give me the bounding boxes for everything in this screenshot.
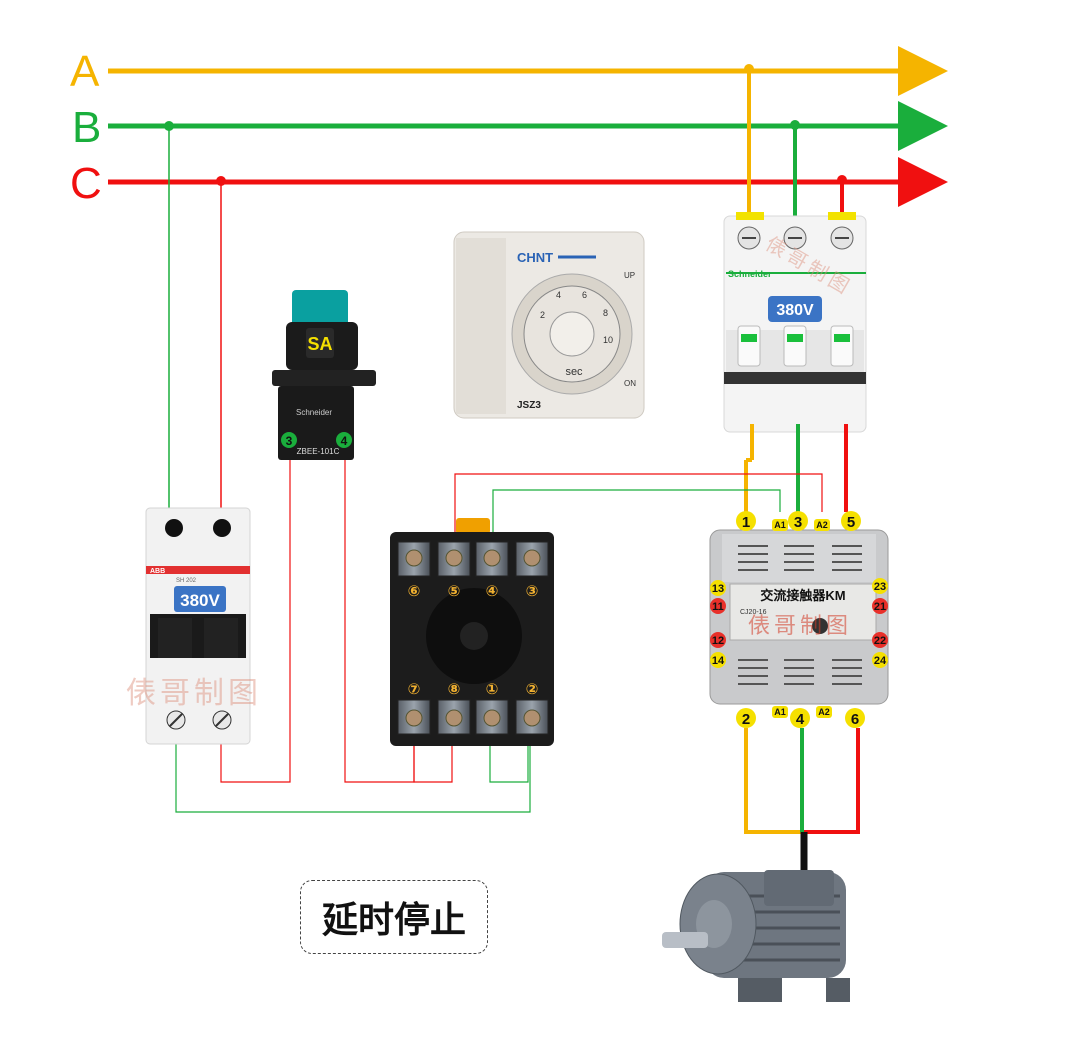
contactor-terminal-6: 6 bbox=[851, 711, 859, 728]
coil-a2-top: A2 bbox=[816, 520, 828, 530]
selector-switch: SA Schneider ZBEE-101C 3 4 bbox=[272, 290, 376, 460]
timer-brand: CHNT bbox=[517, 250, 553, 265]
timer-relay: CHNT UP 2 4 6 8 10 sec ON JSZ3 bbox=[453, 231, 645, 419]
contactor-terminal-5: 5 bbox=[847, 514, 855, 531]
socket-terminal-7: ⑦ bbox=[408, 681, 421, 698]
contactor-terminal-3: 3 bbox=[794, 514, 802, 531]
aux-12: 12 bbox=[712, 635, 724, 647]
contactor-model: CJ20-16 bbox=[740, 609, 767, 616]
timer-model: JSZ3 bbox=[517, 400, 541, 411]
selector-switch-brand: Schneider bbox=[296, 408, 332, 417]
socket-terminal-8: ⑧ bbox=[448, 681, 461, 698]
aux-23: 23 bbox=[874, 581, 886, 593]
watermark-contactor: 俵哥制图 bbox=[748, 614, 853, 639]
timer-dial-10: 10 bbox=[603, 335, 613, 345]
aux-13: 13 bbox=[712, 583, 724, 595]
coil-a2-bottom: A2 bbox=[818, 707, 830, 717]
coil-a1-bottom: A1 bbox=[774, 707, 786, 717]
aux-11: 11 bbox=[712, 601, 724, 613]
control-breaker-brand: ABB bbox=[150, 568, 165, 575]
control-breaker-voltage: 380V bbox=[180, 591, 220, 610]
aux-24: 24 bbox=[874, 655, 887, 667]
socket-terminal-6: ⑥ bbox=[408, 583, 421, 600]
socket-terminal-4: ④ bbox=[486, 583, 499, 600]
contactor-terminal-4: 4 bbox=[796, 711, 805, 728]
timer-up-label: UP bbox=[624, 271, 635, 280]
phase-c-label: C bbox=[70, 159, 102, 208]
motor bbox=[662, 870, 850, 1002]
aux-22: 22 bbox=[874, 635, 886, 647]
control-breaker: ABB SH 202 380V bbox=[145, 507, 251, 745]
timer-dial-6: 6 bbox=[582, 290, 587, 300]
phase-a-label: A bbox=[70, 47, 100, 96]
contactor: 交流接触器KM CJ20-16 1 3 5 2 4 6 A1 A2 A1 A2 … bbox=[709, 511, 889, 728]
timer-unit: sec bbox=[565, 366, 583, 378]
phase-b-label: B bbox=[72, 103, 102, 152]
contactor-title: 交流接触器KM bbox=[760, 588, 845, 603]
socket-terminal-3: ③ bbox=[526, 583, 539, 600]
aux-21: 21 bbox=[874, 601, 886, 613]
contactor-terminal-1: 1 bbox=[742, 514, 750, 531]
main-breaker: Schneider 380V bbox=[723, 212, 867, 433]
timer-dial-8: 8 bbox=[603, 308, 608, 318]
socket-terminal-2: ② bbox=[526, 681, 539, 698]
contactor-terminal-2: 2 bbox=[742, 711, 750, 728]
timer-dial-4: 4 bbox=[556, 290, 561, 300]
selector-terminal-3: 3 bbox=[286, 434, 293, 448]
caption: 延时停止 bbox=[300, 880, 488, 954]
selector-terminal-4: 4 bbox=[341, 434, 348, 448]
socket-terminal-1: ① bbox=[486, 681, 499, 698]
aux-14: 14 bbox=[712, 655, 725, 667]
selector-switch-model: ZBEE-101C bbox=[297, 447, 340, 456]
coil-a1-top: A1 bbox=[774, 520, 786, 530]
selector-switch-label: SA bbox=[307, 334, 332, 354]
control-breaker-model: SH 202 bbox=[176, 578, 197, 584]
watermark-breaker: 俵哥制图 bbox=[126, 676, 262, 711]
relay-socket: ⑥ ⑤ ④ ③ ⑦ ⑧ ① ② bbox=[390, 518, 554, 746]
timer-dial-2: 2 bbox=[540, 310, 545, 320]
main-breaker-voltage: 380V bbox=[776, 302, 814, 319]
socket-terminal-5: ⑤ bbox=[448, 583, 461, 600]
timer-on-label: ON bbox=[624, 379, 636, 388]
